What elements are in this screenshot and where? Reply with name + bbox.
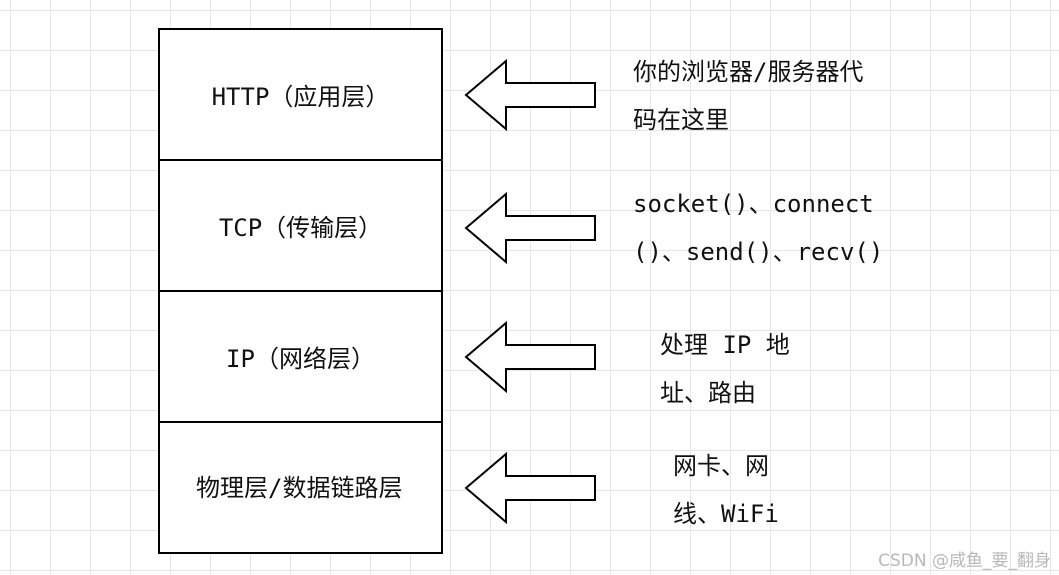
layer-transport: TCP（传输层） (160, 161, 441, 292)
arrow-left-icon (464, 452, 596, 524)
layer-application: HTTP（应用层） (160, 30, 441, 161)
layer-physical-datalink: 物理层/数据链路层 (196, 473, 403, 502)
watermark: CSDN @咸鱼_要_翻身 (878, 551, 1051, 571)
arrow-left-icon (464, 192, 596, 264)
note-application: 你的浏览器/服务器代码在这里 (633, 58, 864, 134)
note-network: 处理 IP 地址、路由 (660, 331, 790, 407)
arrow-left-icon (464, 59, 596, 131)
note-transport: socket()、connect()、send()、recv() (633, 190, 884, 266)
protocol-stack: HTTP（应用层） TCP（传输层） IP（网络层） 物理层/数据链路层 (158, 28, 443, 554)
layer-network: IP（网络层） (160, 292, 441, 423)
arrow-left-icon (464, 321, 596, 393)
note-physical: 网卡、网线、WiFi (673, 452, 779, 528)
